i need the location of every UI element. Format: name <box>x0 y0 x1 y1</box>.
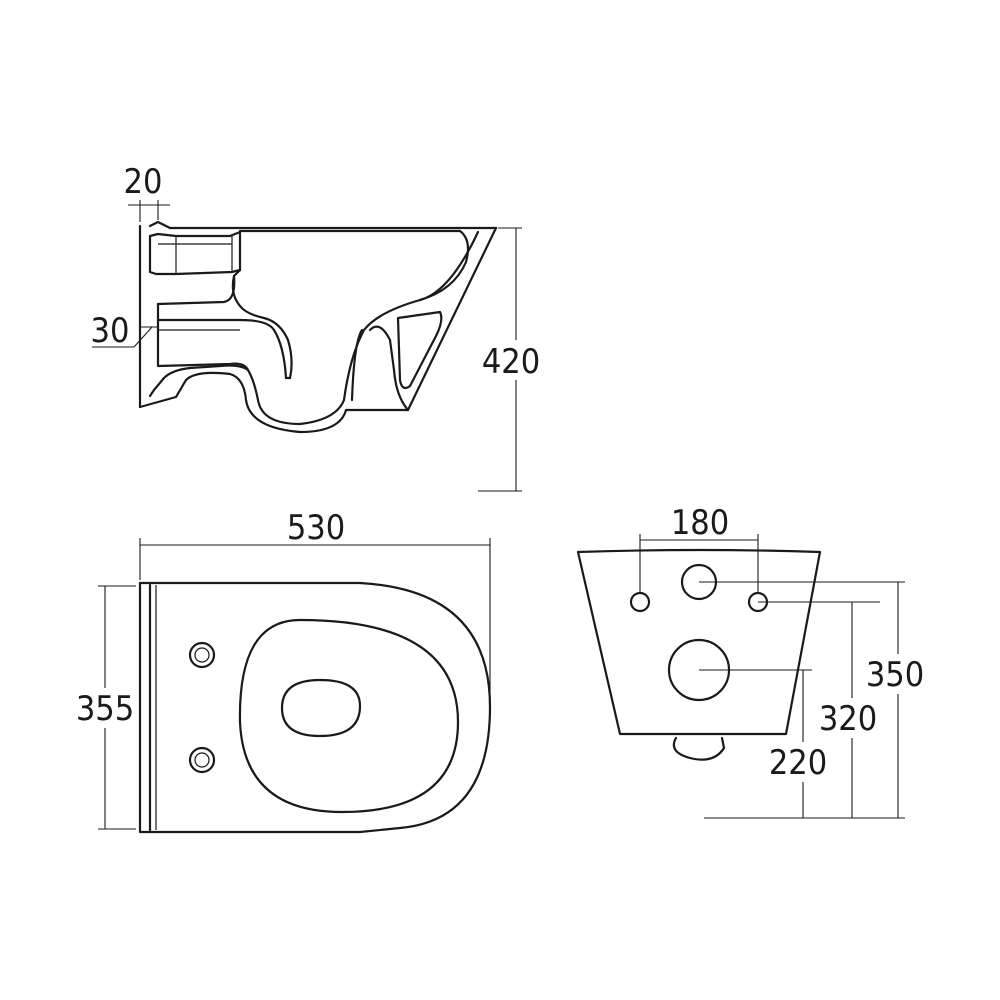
dimension-350-label: 350 <box>866 655 924 695</box>
side-view-strut-3 <box>350 328 364 402</box>
dim-320-label-bg <box>818 698 880 738</box>
top-view-drain <box>280 678 362 738</box>
side-view-channel-top <box>156 274 236 306</box>
side-view-flush-channel <box>231 268 293 380</box>
top-view-bolt-hole-top <box>188 641 216 669</box>
dimension-20-label: 20 <box>124 162 163 202</box>
top-view-bolt-hole-bottom-inner <box>194 752 210 768</box>
side-view: 20 30 420 <box>91 162 542 492</box>
dimension-180: 180 <box>639 503 759 594</box>
dim-355-label-bg <box>74 688 136 728</box>
side-view-bowl-inner <box>148 229 470 426</box>
top-view: 530 355 <box>74 508 492 834</box>
back-view-outline <box>576 548 822 736</box>
side-view-top-rim <box>148 220 498 230</box>
dimension-30-label: 30 <box>91 311 130 351</box>
dimension-20: 20 <box>124 162 170 222</box>
dimension-420: 420 <box>478 227 542 492</box>
back-view: 180 350 320 220 <box>576 503 926 819</box>
dimension-355: 355 <box>74 585 136 830</box>
top-view-bowl-rim <box>238 618 460 814</box>
dimension-180-label: 180 <box>671 503 729 543</box>
dimension-530: 530 <box>139 508 491 700</box>
dimension-320-label: 320 <box>819 699 877 739</box>
top-view-bolt-hole-top-inner <box>194 647 210 663</box>
dim-350-label-bg <box>866 654 926 694</box>
side-view-outlet-top <box>156 302 292 380</box>
back-view-bolt-hole-left <box>629 591 651 613</box>
dim-220-label-bg <box>768 742 830 782</box>
side-view-inlet-box <box>148 230 242 276</box>
side-view-outlet-pipe <box>156 318 250 372</box>
top-view-outline <box>138 581 492 834</box>
side-view-front-profile <box>344 226 498 412</box>
dimension-355-label: 355 <box>76 689 134 729</box>
side-view-strut-1 <box>368 325 410 412</box>
dimension-530-label: 530 <box>287 508 345 548</box>
side-view-rear-curve <box>418 230 480 302</box>
dim-420-label-bg <box>480 340 542 380</box>
side-view-bowl-outer <box>138 371 348 434</box>
dimension-320: 320 <box>818 602 880 818</box>
dimension-220-label: 220 <box>769 743 827 783</box>
dimension-350: 350 <box>866 582 926 818</box>
side-view-strut-2 <box>396 310 443 390</box>
dim-30-diag <box>133 326 153 348</box>
dimension-30: 30 <box>91 311 158 351</box>
dimension-220: 220 <box>768 670 830 818</box>
top-view-bolt-hole-bottom <box>188 746 216 774</box>
back-view-outlet <box>672 736 726 761</box>
dimension-420-label: 420 <box>482 342 540 382</box>
